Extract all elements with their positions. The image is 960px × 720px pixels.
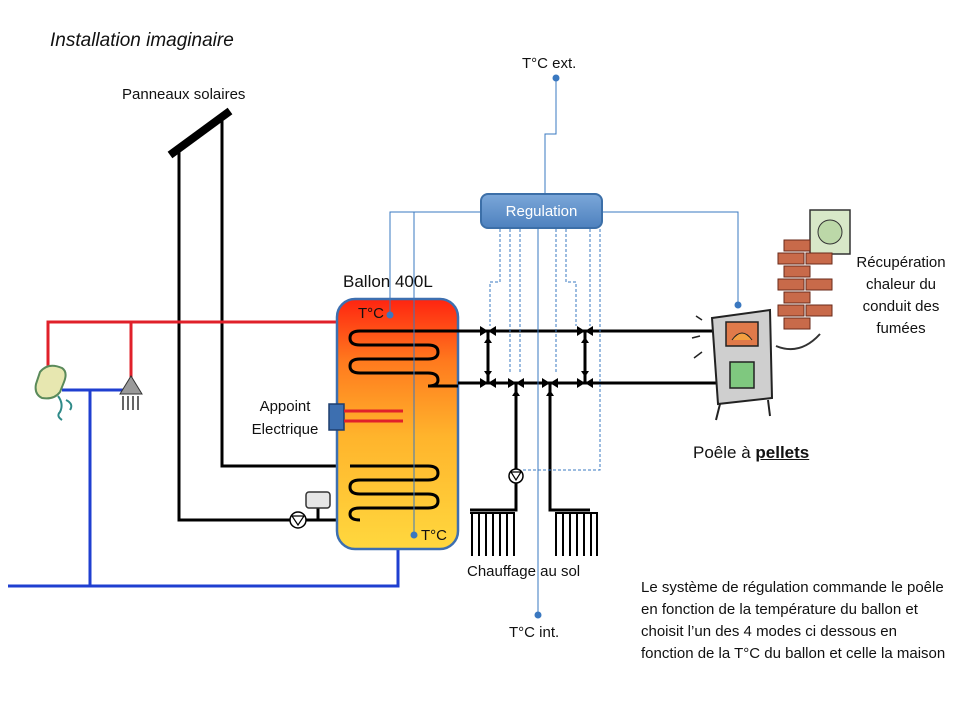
solar-loop-pipes xyxy=(177,118,350,522)
heat-recovery-icon xyxy=(775,209,851,350)
hot-water-pipes xyxy=(46,320,346,378)
lower-coil xyxy=(348,464,440,522)
three-way-valves xyxy=(480,326,593,396)
electric-backup-label-line2: Electrique xyxy=(251,421,319,438)
shower-icon xyxy=(119,375,143,410)
heat-recovery-label-line4: fumées xyxy=(876,320,926,337)
heat-recovery-label-line2: chaleur du xyxy=(865,276,937,293)
cold-water-pipes xyxy=(8,388,400,588)
sensor-dots xyxy=(386,74,742,619)
stove-label-prefix: Poêle à xyxy=(693,443,756,462)
tap-icon xyxy=(34,364,73,421)
pellet-stove-icon xyxy=(691,308,774,421)
floor-heating-pump-icon xyxy=(508,468,524,484)
indoor-temp-label: T°C int. xyxy=(509,624,560,641)
tank-bottom-temp-label: T°C xyxy=(421,527,447,544)
solar-panel-icon xyxy=(167,107,233,159)
electric-backup-label-line1: Appoint xyxy=(259,398,311,415)
floor-heating-label: Chauffage au sol xyxy=(467,563,581,580)
diagram-title: Installation imaginaire xyxy=(50,30,234,51)
heat-recovery-label-line1: Récupération xyxy=(856,254,946,271)
expansion-vessel-icon xyxy=(305,491,331,509)
control-signal-wires xyxy=(389,78,739,615)
electric-heater-icon xyxy=(328,403,345,431)
regulation-description: Le système de régulation commande le poê… xyxy=(641,579,946,662)
valve-control-wires xyxy=(489,229,601,471)
storage-tank xyxy=(335,297,460,551)
regulation-box: Regulation xyxy=(480,193,603,229)
heat-recovery-label-line3: conduit des xyxy=(862,298,940,315)
stove-label: Poêle à pellets xyxy=(693,443,809,463)
upper-coil xyxy=(348,329,458,388)
tank-label: Ballon 400L xyxy=(343,272,433,291)
solar-panels-label: Panneaux solaires xyxy=(122,86,246,103)
stove-circuit-pipes xyxy=(458,329,718,512)
solar-pump-icon xyxy=(289,511,307,529)
outdoor-temp-label: T°C ext. xyxy=(522,55,577,72)
stove-label-pellets: pellets xyxy=(755,443,810,462)
tank-top-temp-label: T°C xyxy=(358,305,384,322)
floor-heating-icon xyxy=(470,512,598,556)
